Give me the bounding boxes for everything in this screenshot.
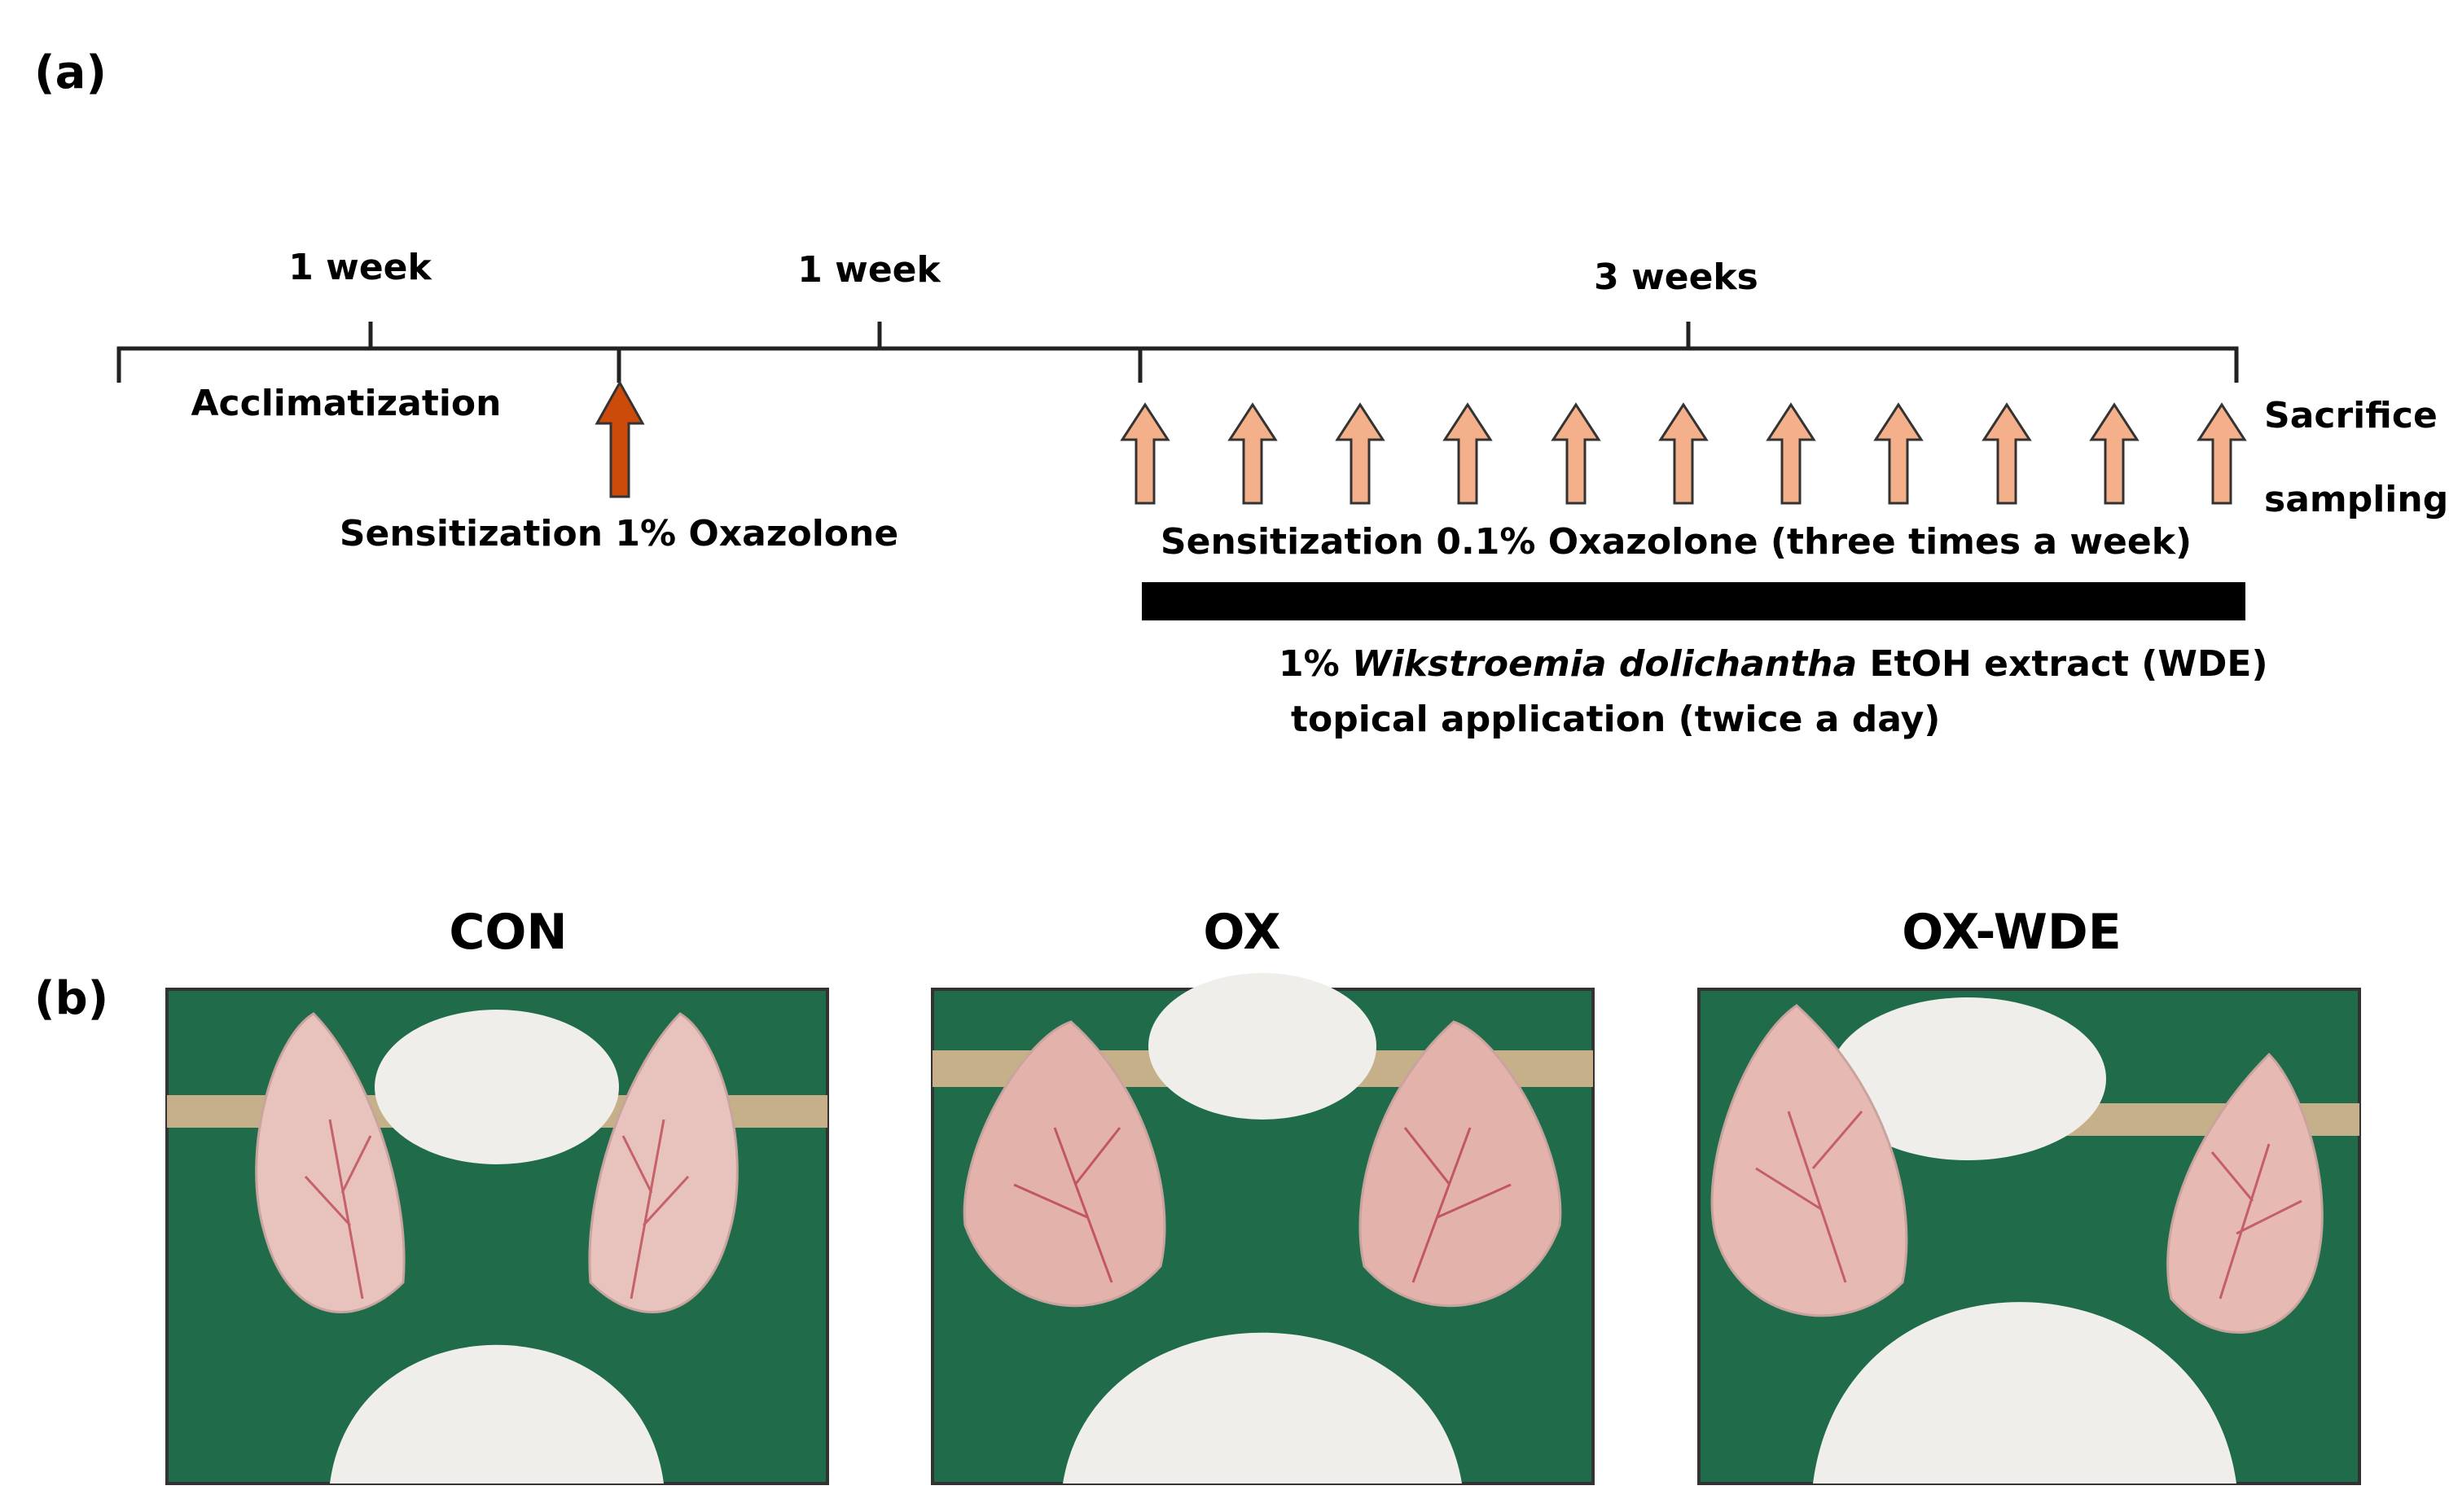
phase-3-duration: 3 weeks (1594, 256, 1758, 298)
photo-title-ox-wde: OX-WDE (1902, 904, 2121, 961)
repeat-arrow-10 (2089, 402, 2140, 505)
repeat-arrow-11 (2197, 402, 2247, 505)
photo-title-ox: OX (1203, 904, 1280, 961)
photo-ox-wde (1697, 988, 2361, 1485)
treatment-prefix: 1% (1279, 643, 1352, 685)
photo-title-con: CON (449, 904, 567, 961)
panel-a-label: (a) (34, 46, 107, 99)
repeat-arrow-1 (1120, 402, 1170, 505)
initial-sensitization-label: Sensitization 1% Oxazolone (340, 513, 898, 554)
timeline-bracket-2 (617, 346, 1143, 383)
photo-ox (931, 973, 1595, 1485)
repeat-arrow-5 (1551, 402, 1601, 505)
photo-con (165, 988, 829, 1485)
timeline (116, 322, 2239, 383)
acclimatization-label: Acclimatization (191, 383, 501, 424)
sampling-label: sampling (2264, 479, 2448, 520)
treatment-line-2: topical application (twice a day) (1291, 699, 1940, 740)
repeat-sensitization-label: Sensitization 0.1% Oxazolone (three time… (1161, 521, 2192, 563)
phase-2-duration: 1 week (797, 249, 941, 291)
panel-b-label: (b) (34, 972, 108, 1025)
treatment-species: Wikstroemia dolichantha (1352, 643, 1857, 685)
repeat-sensitization-arrows (1120, 402, 2247, 505)
repeat-arrow-8 (1873, 402, 1924, 505)
treatment-line-1: 1% Wikstroemia dolichantha EtOH extract … (1279, 643, 2268, 685)
treatment-suffix: EtOH extract (WDE) (1857, 643, 2267, 685)
repeat-arrow-9 (1982, 402, 2032, 505)
initial-sensitization-arrow (595, 379, 645, 498)
timeline-bracket-3 (1138, 346, 2239, 383)
timeline-bracket-1 (116, 346, 621, 383)
treatment-bar (1142, 582, 2245, 620)
sacrifice-label: Sacrifice (2264, 395, 2438, 436)
repeat-arrow-4 (1442, 402, 1493, 505)
phase-1-duration: 1 week (288, 247, 432, 288)
repeat-arrow-6 (1658, 402, 1709, 505)
repeat-arrow-7 (1766, 402, 1816, 505)
repeat-arrow-3 (1335, 402, 1385, 505)
repeat-arrow-2 (1227, 402, 1278, 505)
